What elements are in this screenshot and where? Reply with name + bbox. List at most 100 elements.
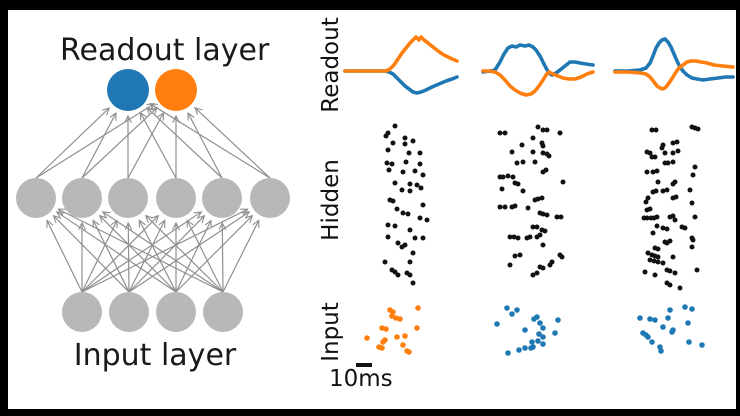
spike-dot (417, 161, 423, 167)
spike-dot (382, 259, 388, 265)
spike-dot (659, 145, 665, 151)
spike-dot (509, 311, 515, 317)
spike-dot (670, 159, 676, 165)
spike-dot (383, 133, 389, 139)
spike-dot (649, 127, 655, 133)
spike-dot (670, 150, 676, 156)
spike-dot (682, 304, 688, 310)
spike-dot (534, 224, 540, 230)
spike-dot (412, 235, 418, 241)
scalebar-label: 10ms (329, 366, 393, 392)
spike-dot (669, 329, 675, 335)
spike-dot (532, 159, 538, 165)
spike-dot (552, 330, 558, 336)
spike-dot (402, 141, 408, 147)
spike-dot (410, 250, 416, 256)
spike-dot (660, 324, 666, 330)
spike-dot (400, 342, 406, 348)
spike-dot (542, 228, 548, 234)
readout-trial-3 (613, 37, 735, 91)
readout-node-orange (155, 69, 197, 111)
spike-dot (420, 172, 426, 178)
spike-dot (644, 169, 650, 175)
spike-dot (537, 232, 543, 238)
spike-dot (511, 234, 517, 240)
spike-dot (402, 135, 408, 141)
spike-dot (407, 227, 413, 233)
spike-dot (535, 338, 541, 344)
hidden-node (16, 178, 56, 218)
input-node (203, 292, 243, 332)
spike-dot (531, 316, 537, 322)
spike-dot (390, 198, 396, 204)
readout-trial-1 (343, 35, 459, 95)
spike-dot (660, 225, 666, 231)
spike-dot (540, 325, 546, 331)
hidden-raster-2 (497, 124, 566, 278)
spike-dot (647, 316, 653, 322)
readout-row-label: Readout (318, 17, 344, 113)
spike-dot (535, 196, 541, 202)
spike-dot (649, 154, 655, 160)
spike-dot (519, 142, 525, 148)
spike-dot (499, 186, 505, 192)
spike-dot (414, 182, 420, 188)
spike-dot (386, 167, 392, 173)
hidden-raster-1 (382, 123, 430, 286)
spike-dot (664, 226, 670, 232)
spike-dot (415, 305, 421, 311)
input-raster-2 (494, 305, 561, 356)
spike-dot (558, 214, 564, 220)
spike-dot (685, 320, 691, 326)
spike-dot (559, 254, 565, 260)
spike-dot (502, 130, 508, 136)
spike-dot (517, 252, 523, 258)
spike-dot (534, 270, 540, 276)
spike-dot (406, 349, 412, 355)
spike-dot (397, 316, 403, 322)
spike-dot (504, 305, 510, 311)
spike-dot (420, 202, 426, 208)
spike-dot (670, 213, 676, 219)
spike-dot (537, 320, 543, 326)
spike-dot (649, 339, 655, 345)
spike-dot (555, 317, 561, 323)
spike-dot (677, 285, 683, 291)
spike-dot (560, 179, 566, 185)
spike-dot (544, 127, 550, 133)
spike-dot (540, 211, 546, 217)
spike-dot (529, 339, 535, 345)
spike-dot (400, 169, 406, 175)
spike-dot (497, 130, 503, 136)
spike-dot (644, 207, 650, 213)
spike-dot (510, 174, 516, 180)
spike-dot (692, 164, 698, 170)
readout-trial-3-readout-orange (613, 59, 735, 91)
spike-dot (364, 335, 370, 341)
spike-dot (645, 195, 651, 201)
spike-dot (643, 199, 649, 205)
readout-node-blue (107, 69, 149, 111)
readout-trial-1-readout-orange (343, 35, 459, 73)
spike-dot (407, 188, 413, 194)
spike-dot (655, 179, 661, 185)
spike-dot (546, 153, 552, 159)
spike-dot (505, 350, 511, 356)
spike-dot (675, 148, 681, 154)
readout-trial-2-readout-blue (481, 43, 595, 77)
spike-dot (530, 149, 536, 155)
spike-dot (686, 339, 692, 345)
spike-dot (664, 187, 670, 193)
spike-dot (535, 124, 541, 130)
spike-dot (667, 282, 673, 288)
spike-dot (497, 204, 503, 210)
hidden-raster-3 (641, 124, 701, 291)
spike-dot (653, 188, 659, 194)
spike-dot (395, 272, 401, 278)
spike-dot (407, 259, 413, 265)
spike-dot (380, 339, 386, 345)
spike-dot (536, 331, 542, 337)
spike-dot (505, 173, 511, 179)
hidden-node (108, 178, 148, 218)
spike-dot (695, 126, 701, 132)
